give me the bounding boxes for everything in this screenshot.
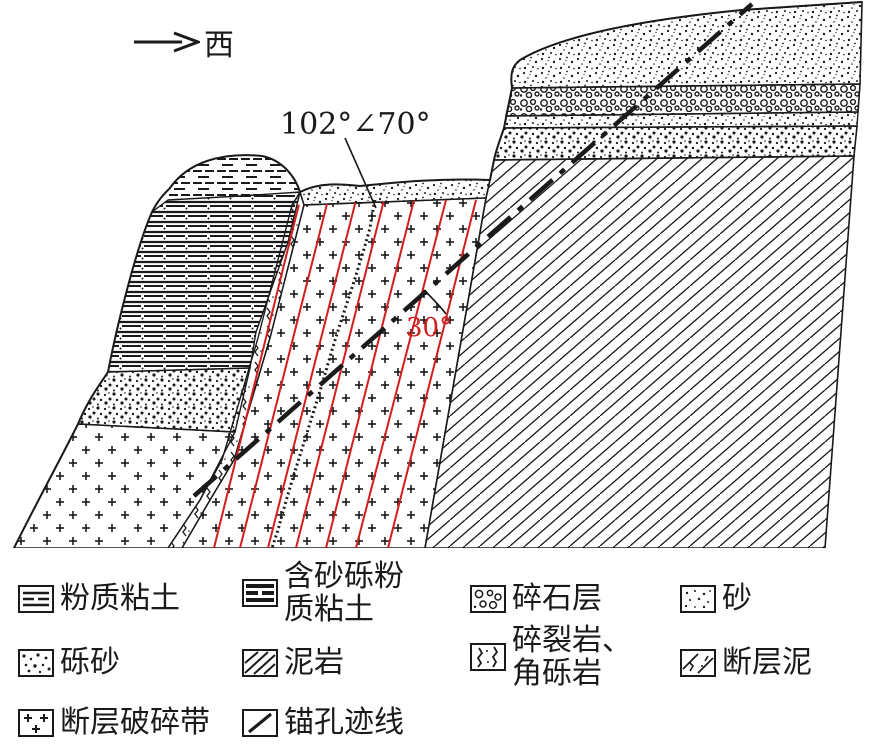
legend-label-cataclasite-line-1: 碎裂岩、	[512, 623, 632, 658]
layer-silty-clay-crest	[168, 155, 300, 200]
angle-arc	[425, 291, 447, 315]
sand-swatch-icon	[680, 585, 716, 613]
legend-label-silty-clay: 粉质粘土	[60, 581, 180, 616]
layer-mudstone	[424, 155, 855, 548]
legend-item-mudstone: 泥岩	[242, 646, 344, 680]
legend-label-cataclasite: 碎裂岩、 角砾岩	[512, 624, 632, 690]
legend-item-cataclasite: 碎裂岩、 角砾岩	[470, 624, 632, 690]
attitude-leader-line	[344, 137, 377, 209]
layer-crushed-stone	[505, 83, 861, 117]
legend: 粉质粘土 含砂砾粉 质粘土 碎石层	[0, 548, 886, 744]
fault-zone-swatch-icon	[18, 709, 54, 737]
legend-label-gravelly-silty-clay-line-1: 含砂砾粉	[284, 559, 404, 594]
legend-item-sand: 砂	[680, 582, 752, 616]
legend-label-gravel-sand: 砾砂	[60, 645, 120, 680]
legend-item-fault-gouge: 断层泥	[680, 646, 812, 680]
ground-surface-profile	[13, 1, 863, 548]
crushed-stone-swatch-icon	[470, 585, 506, 613]
anchor-hole-swatch-icon	[242, 709, 278, 737]
direction-label: 西	[204, 28, 234, 63]
angle-label: 30°	[406, 313, 452, 343]
legend-label-crushed-stone: 碎石层	[512, 581, 602, 616]
direction-indicator: 西	[132, 20, 234, 64]
legend-item-silty-clay: 粉质粘土	[18, 582, 180, 616]
legend-label-mudstone: 泥岩	[284, 645, 344, 680]
fault-gouge-swatch-icon	[680, 649, 716, 677]
gravelly-silty-clay-swatch-icon	[242, 579, 278, 607]
legend-label-fault-gouge: 断层泥	[722, 645, 812, 680]
legend-item-gravel-sand: 砾砂	[18, 646, 120, 680]
arrow-right-icon	[134, 31, 200, 53]
legend-item-fault-zone: 断层破碎带	[18, 706, 210, 740]
legend-label-gravelly-silty-clay-line-2: 质粘土	[284, 592, 374, 627]
anchor-hole-trace	[192, 2, 754, 498]
legend-label-gravelly-silty-clay: 含砂砾粉 质粘土	[284, 560, 404, 626]
gravel-sand-swatch-icon	[18, 649, 54, 677]
layer-sand-upper-right	[510, 1, 863, 89]
geological-cross-section: 102°∠70° 30°	[13, 1, 863, 548]
mudstone-swatch-icon	[242, 649, 278, 677]
silty-clay-swatch-icon	[18, 585, 54, 613]
attitude-label: 102°∠70°	[280, 107, 431, 142]
legend-label-anchor-hole: 锚孔迹线	[284, 705, 404, 740]
legend-label-sand: 砂	[722, 581, 752, 616]
legend-label-cataclasite-line-2: 角砾岩	[512, 656, 602, 691]
legend-item-anchor-hole: 锚孔迹线	[242, 706, 404, 740]
layer-gravel-sand-right	[493, 125, 858, 161]
legend-label-fault-zone: 断层破碎带	[60, 705, 210, 740]
legend-item-crushed-stone: 碎石层	[470, 582, 602, 616]
cataclasite-swatch-icon	[470, 643, 506, 671]
legend-item-gravelly-silty-clay: 含砂砾粉 质粘土	[242, 560, 404, 626]
